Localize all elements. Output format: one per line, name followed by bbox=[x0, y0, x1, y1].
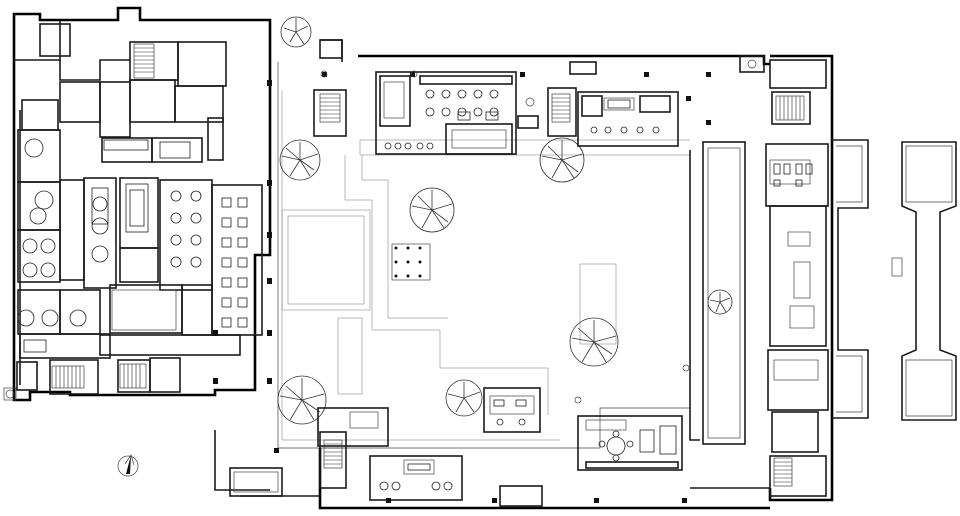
stair-top-left bbox=[133, 43, 155, 79]
bar-seating bbox=[384, 89, 499, 150]
left-wing bbox=[3, 6, 272, 402]
washroom-fixtures bbox=[773, 163, 813, 187]
dining-tables-grid bbox=[170, 190, 248, 328]
long-tables-left bbox=[23, 139, 191, 353]
lower-left-extension bbox=[214, 430, 321, 508]
stair-bottom-middle bbox=[323, 439, 343, 469]
columns-bottom bbox=[274, 448, 687, 503]
north-arrow-icon bbox=[117, 454, 139, 477]
lounge-seating bbox=[590, 126, 660, 134]
columns-top bbox=[322, 72, 711, 125]
stair-right-bottom bbox=[773, 457, 793, 487]
misc-fixtures bbox=[320, 70, 690, 404]
columns-left bbox=[213, 80, 272, 384]
top-wing bbox=[313, 39, 770, 155]
stair-top-courtyard bbox=[319, 93, 341, 123]
stair-bottom-left bbox=[51, 363, 147, 389]
office-desks bbox=[493, 399, 527, 426]
courtyard-trees bbox=[277, 16, 733, 425]
meeting-room-furniture bbox=[379, 463, 453, 491]
lobby-lounge bbox=[598, 425, 677, 462]
right-wing bbox=[765, 54, 957, 502]
bottom-wing bbox=[274, 387, 770, 510]
stair-right-top bbox=[775, 95, 805, 121]
pavilion-posts bbox=[394, 246, 422, 278]
courtyard bbox=[277, 62, 746, 449]
round-tables-left bbox=[17, 138, 109, 327]
stair-top-middle bbox=[551, 93, 571, 123]
